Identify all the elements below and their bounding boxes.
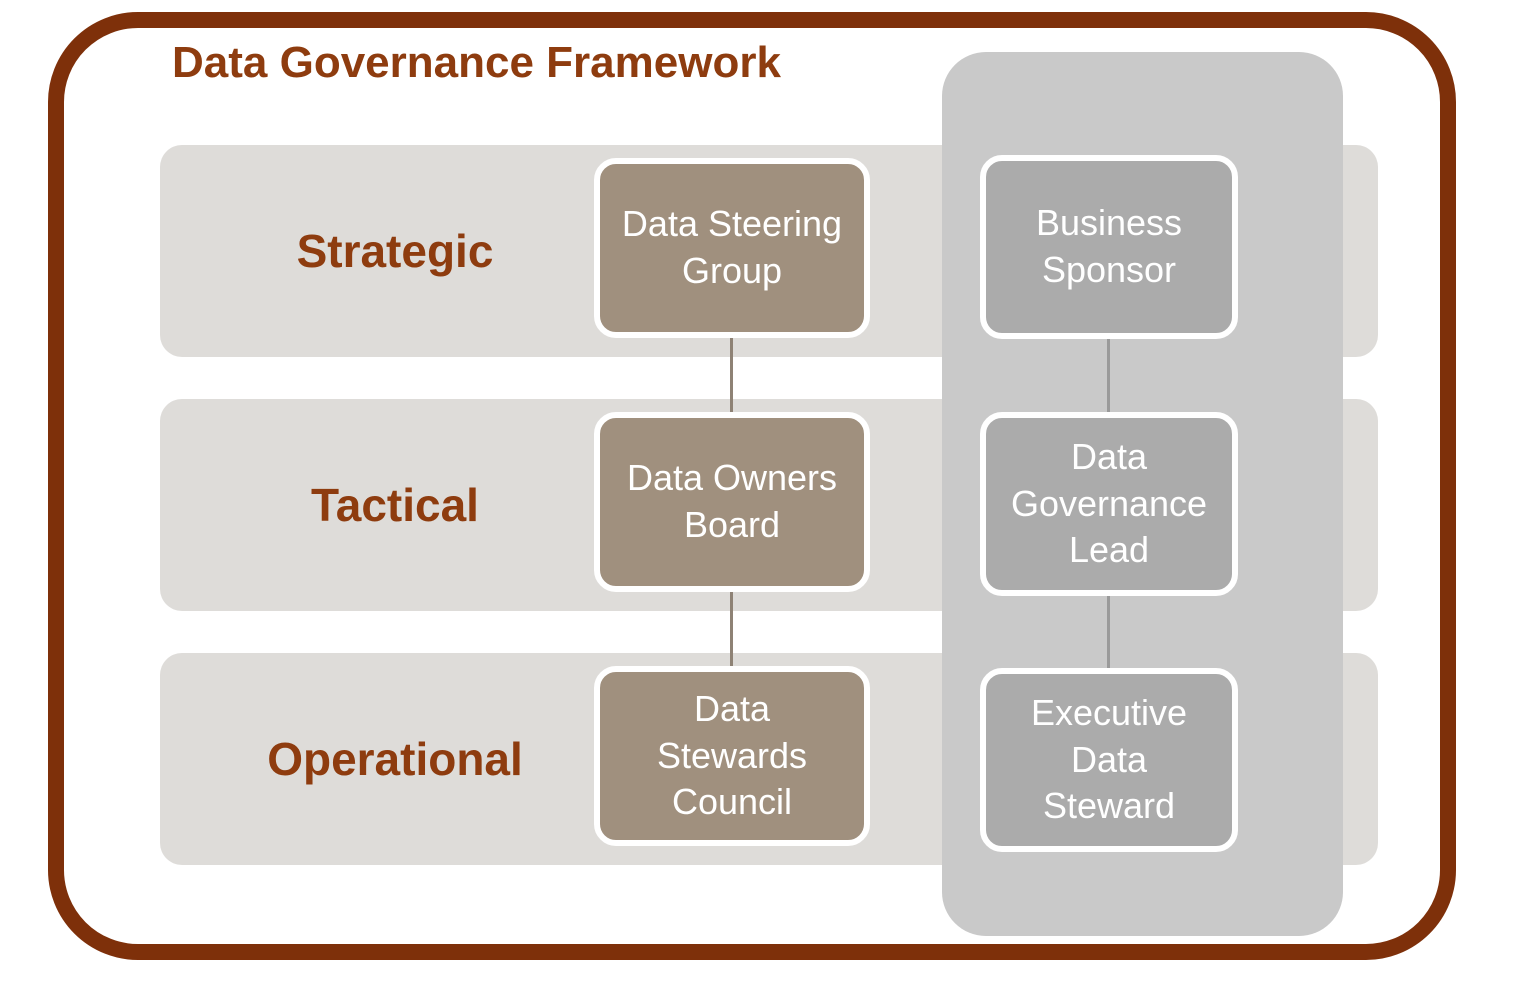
node-executive-data-steward[interactable]: Executive Data Steward: [980, 668, 1238, 852]
connector-owners-to-stewards: [730, 590, 733, 668]
connector-sponsor-to-dg-lead: [1107, 337, 1110, 414]
node-business-sponsor[interactable]: Business Sponsor: [980, 155, 1238, 339]
tier-label-strategic: Strategic: [296, 225, 494, 277]
node-data-owners-board[interactable]: Data Owners Board: [594, 412, 870, 592]
node-data-stewards-council[interactable]: Data Stewards Council: [594, 666, 870, 846]
node-data-steering-group[interactable]: Data Steering Group: [594, 158, 870, 338]
tier-label-operational: Operational: [267, 733, 523, 785]
connector-steering-to-owners: [730, 336, 733, 414]
node-data-governance-lead[interactable]: Data Governance Lead: [980, 412, 1238, 596]
page-title: Data Governance Framework: [172, 38, 781, 87]
connector-dg-lead-to-exec-steward: [1107, 594, 1110, 670]
tier-label-tactical: Tactical: [311, 479, 479, 531]
outer-frame-border: [48, 12, 1456, 960]
